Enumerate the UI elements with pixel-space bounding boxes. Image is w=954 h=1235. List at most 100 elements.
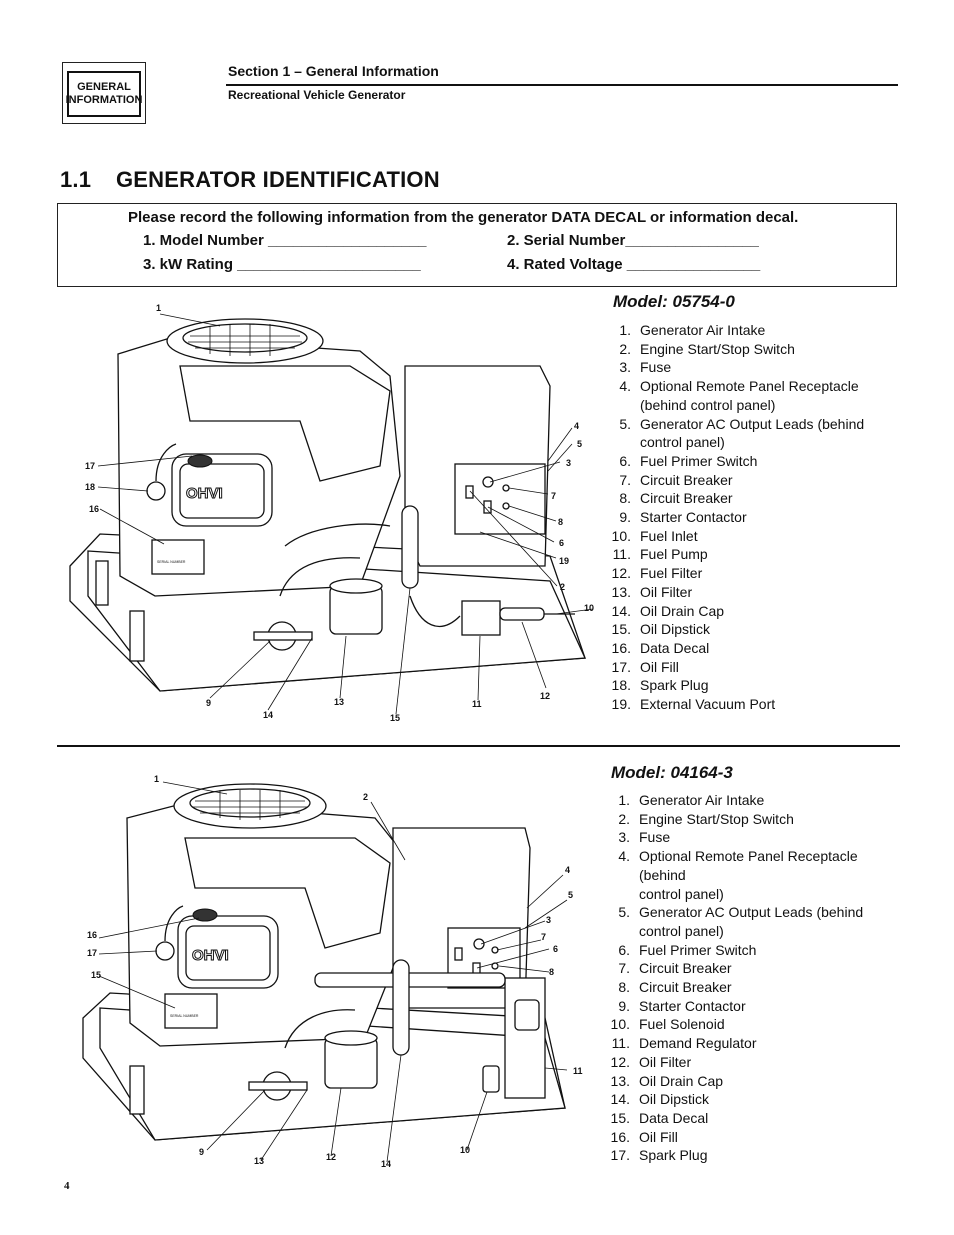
- fuel-pump: [461, 600, 501, 636]
- part-list-item: 4.Optional Remote Panel Receptacle (behi…: [602, 847, 882, 884]
- rated-voltage-field: 4. Rated Voltage ________________: [507, 256, 761, 273]
- part-name: Oil Drain Cap: [639, 1072, 724, 1089]
- callout-number: 10: [584, 603, 594, 613]
- part-number: 12.: [610, 1053, 630, 1070]
- part-list-item: control panel): [602, 885, 882, 904]
- part-list-item: 9. Starter Contactor: [603, 508, 883, 527]
- part-list-item: 16.Data Decal: [603, 639, 883, 658]
- page-number: 4: [64, 1180, 70, 1192]
- part-name: Generator AC Output Leads (behind contro…: [640, 415, 865, 451]
- callout-number: 17: [87, 948, 97, 958]
- model-a-title: Model: 05754-0: [613, 292, 735, 311]
- part-list-item: 17. Oil Fill: [603, 658, 883, 677]
- part-name: Spark Plug: [639, 1147, 708, 1164]
- data-decal: [151, 539, 205, 575]
- control-panel: [454, 463, 546, 535]
- part-list-item: 13.Oil Filter: [603, 583, 883, 602]
- part-name: Fuel Filter: [640, 565, 703, 582]
- part-number: 9.: [619, 509, 631, 526]
- part-name: Circuit Breaker: [639, 979, 732, 996]
- callout-number: 9: [199, 1147, 204, 1157]
- start-stop-switch: [465, 485, 474, 499]
- part-name: Generator Air Intake: [639, 792, 765, 808]
- part-number: 4.: [619, 378, 631, 395]
- model-b-illustration: OHVI SERIAL NUMBER 1: [82, 774, 583, 1169]
- part-list-item: 18.Spark Plug: [603, 676, 883, 695]
- callout-number: 8: [558, 517, 563, 527]
- part-number: 12.: [611, 565, 631, 582]
- part-list-item: 5. Generator AC Output Leads (behind cont…: [603, 415, 883, 452]
- fuel-filter: [499, 607, 545, 621]
- callout-number: 8: [549, 967, 554, 977]
- part-number: 10.: [610, 1016, 630, 1033]
- part-number: 19.: [611, 696, 631, 713]
- part-number: 15.: [610, 1109, 630, 1126]
- part-name: Starter Contactor: [640, 509, 747, 526]
- part-name: Fuel Pump: [640, 546, 708, 563]
- part-name: Generator Air Intake: [640, 322, 766, 338]
- part-name: Demand Regulator: [639, 1035, 757, 1052]
- part-number: 13.: [610, 1072, 630, 1089]
- part-number: 8.: [619, 490, 631, 507]
- part-number: 10.: [611, 527, 631, 544]
- part-name: Spark Plug: [640, 677, 709, 694]
- decal-serial-text: SERIAL NUMBER: [170, 1014, 199, 1018]
- part-name: Oil Dipstick: [639, 1091, 710, 1108]
- serial-number-field: 2. Serial Number________________: [507, 232, 759, 249]
- part-number: [602, 885, 630, 904]
- callout-number: 7: [541, 932, 546, 942]
- part-name: Oil Drain Cap: [640, 602, 725, 619]
- part-name: Fuel Primer Switch: [639, 941, 757, 958]
- model-b-title: Model: 04164-3: [611, 763, 733, 782]
- callout-number: 17: [85, 461, 95, 471]
- part-list-item: 1.Generator Air Intake: [603, 321, 883, 340]
- part-list-item: 12. Fuel Filter: [603, 564, 883, 583]
- part-list-item: 13. Oil Drain Cap: [602, 1072, 882, 1091]
- part-number: 9.: [618, 997, 630, 1014]
- part-number: 17.: [611, 658, 631, 675]
- callout-number: 12: [326, 1152, 336, 1162]
- part-list-item: 19.External Vacuum Port: [603, 695, 883, 714]
- part-number: 16.: [610, 1128, 630, 1145]
- part-list-item: 3.Fuse: [602, 828, 882, 847]
- part-list-item: 15. Data Decal: [602, 1109, 882, 1128]
- part-list-item: 16.Oil Fill: [602, 1128, 882, 1147]
- badge-line-1: GENERAL: [77, 81, 131, 93]
- callout-number: 1: [156, 303, 161, 313]
- engine-logo-text: OHVI: [186, 485, 223, 502]
- start-stop-switch: [454, 947, 463, 961]
- part-number: 6.: [618, 941, 630, 958]
- record-info-box: [57, 203, 897, 287]
- grill-slats: [193, 790, 307, 820]
- part-list-item: 12.Oil Filter: [602, 1053, 882, 1072]
- callout-number: 2: [560, 582, 565, 592]
- part-list-item: 11. Fuel Pump: [603, 545, 883, 564]
- part-list-item: 2.Engine Start/Stop Switch: [603, 340, 883, 359]
- engine-logo-text: OHVI: [192, 947, 229, 964]
- part-number: 3.: [618, 829, 630, 846]
- callout-number: 14: [381, 1159, 391, 1169]
- part-number: 14.: [610, 1091, 630, 1108]
- part-number: 5.: [619, 415, 631, 432]
- part-number: 4.: [618, 848, 630, 865]
- callout-number: 9: [206, 698, 211, 708]
- part-list-item: 2.Engine Start/Stop Switch: [602, 810, 882, 829]
- part-name: Engine Start/Stop Switch: [640, 340, 795, 357]
- part-name: Data Decal: [639, 1109, 709, 1126]
- part-list-item: 3.Fuse: [603, 358, 883, 377]
- callout-number: 4: [574, 421, 579, 431]
- model-number-field: 1. Model Number ___________________: [143, 232, 427, 249]
- part-name: Oil Fill: [640, 658, 679, 675]
- callout-number: 16: [87, 930, 97, 940]
- callout-number: 1: [154, 774, 159, 784]
- part-list-item: 4.Optional Remote Panel Receptacle (behi…: [603, 377, 883, 414]
- part-list-item: 14. Oil Dipstick: [602, 1090, 882, 1109]
- part-name: Oil Filter: [640, 583, 693, 600]
- callout-number: 13: [334, 697, 344, 707]
- spark-plug: [155, 941, 175, 961]
- part-number: 11.: [612, 546, 631, 563]
- air-intake-grill: [182, 323, 308, 353]
